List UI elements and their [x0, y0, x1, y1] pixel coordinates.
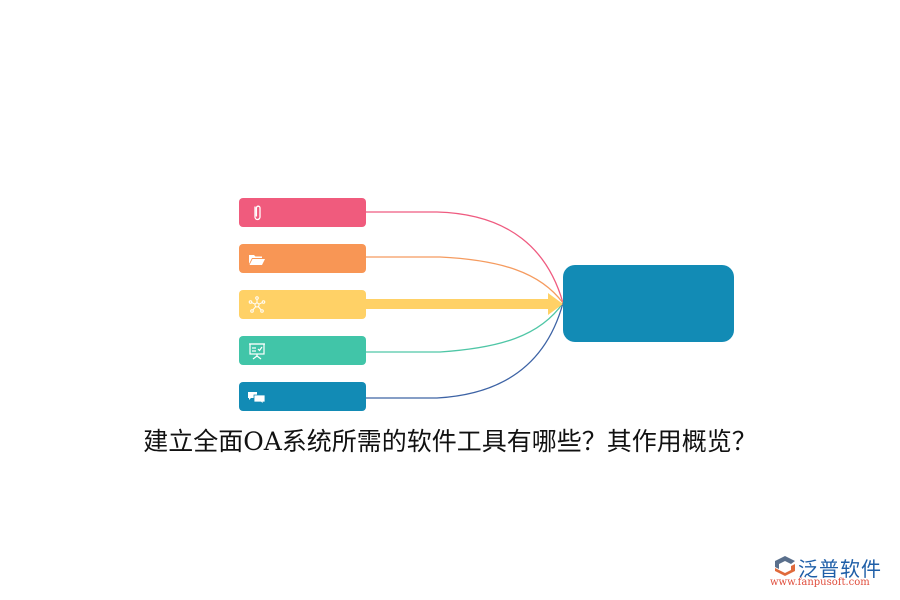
connector-green	[366, 302, 564, 353]
branch-node-presentation[interactable]	[239, 336, 366, 365]
arrow-yellow	[366, 293, 563, 315]
branch-node-chat[interactable]	[239, 382, 366, 411]
network-icon	[248, 296, 266, 313]
watermark-logo: 泛普软件 www.fanpusoft.com	[770, 553, 895, 593]
diagram-title: 建立全面OA系统所需的软件工具有哪些？其作用概览？	[143, 427, 757, 456]
center-node[interactable]	[563, 265, 734, 342]
branch-node-network[interactable]	[239, 290, 366, 319]
fanpu-logo-icon	[775, 556, 795, 576]
presentation-board-icon	[249, 343, 265, 360]
connector-orange	[366, 256, 564, 304]
chat-bubbles-icon	[248, 392, 266, 405]
connector-blue	[366, 302, 564, 399]
paperclip-icon	[254, 205, 261, 221]
watermark-url: www.fanpusoft.com	[770, 577, 870, 588]
branch-node-folder[interactable]	[239, 244, 366, 273]
folder-icon	[249, 255, 265, 265]
branch-node-paperclip[interactable]	[239, 198, 366, 227]
watermark-brand: 泛普软件	[798, 557, 882, 581]
connector-pink	[366, 211, 564, 304]
